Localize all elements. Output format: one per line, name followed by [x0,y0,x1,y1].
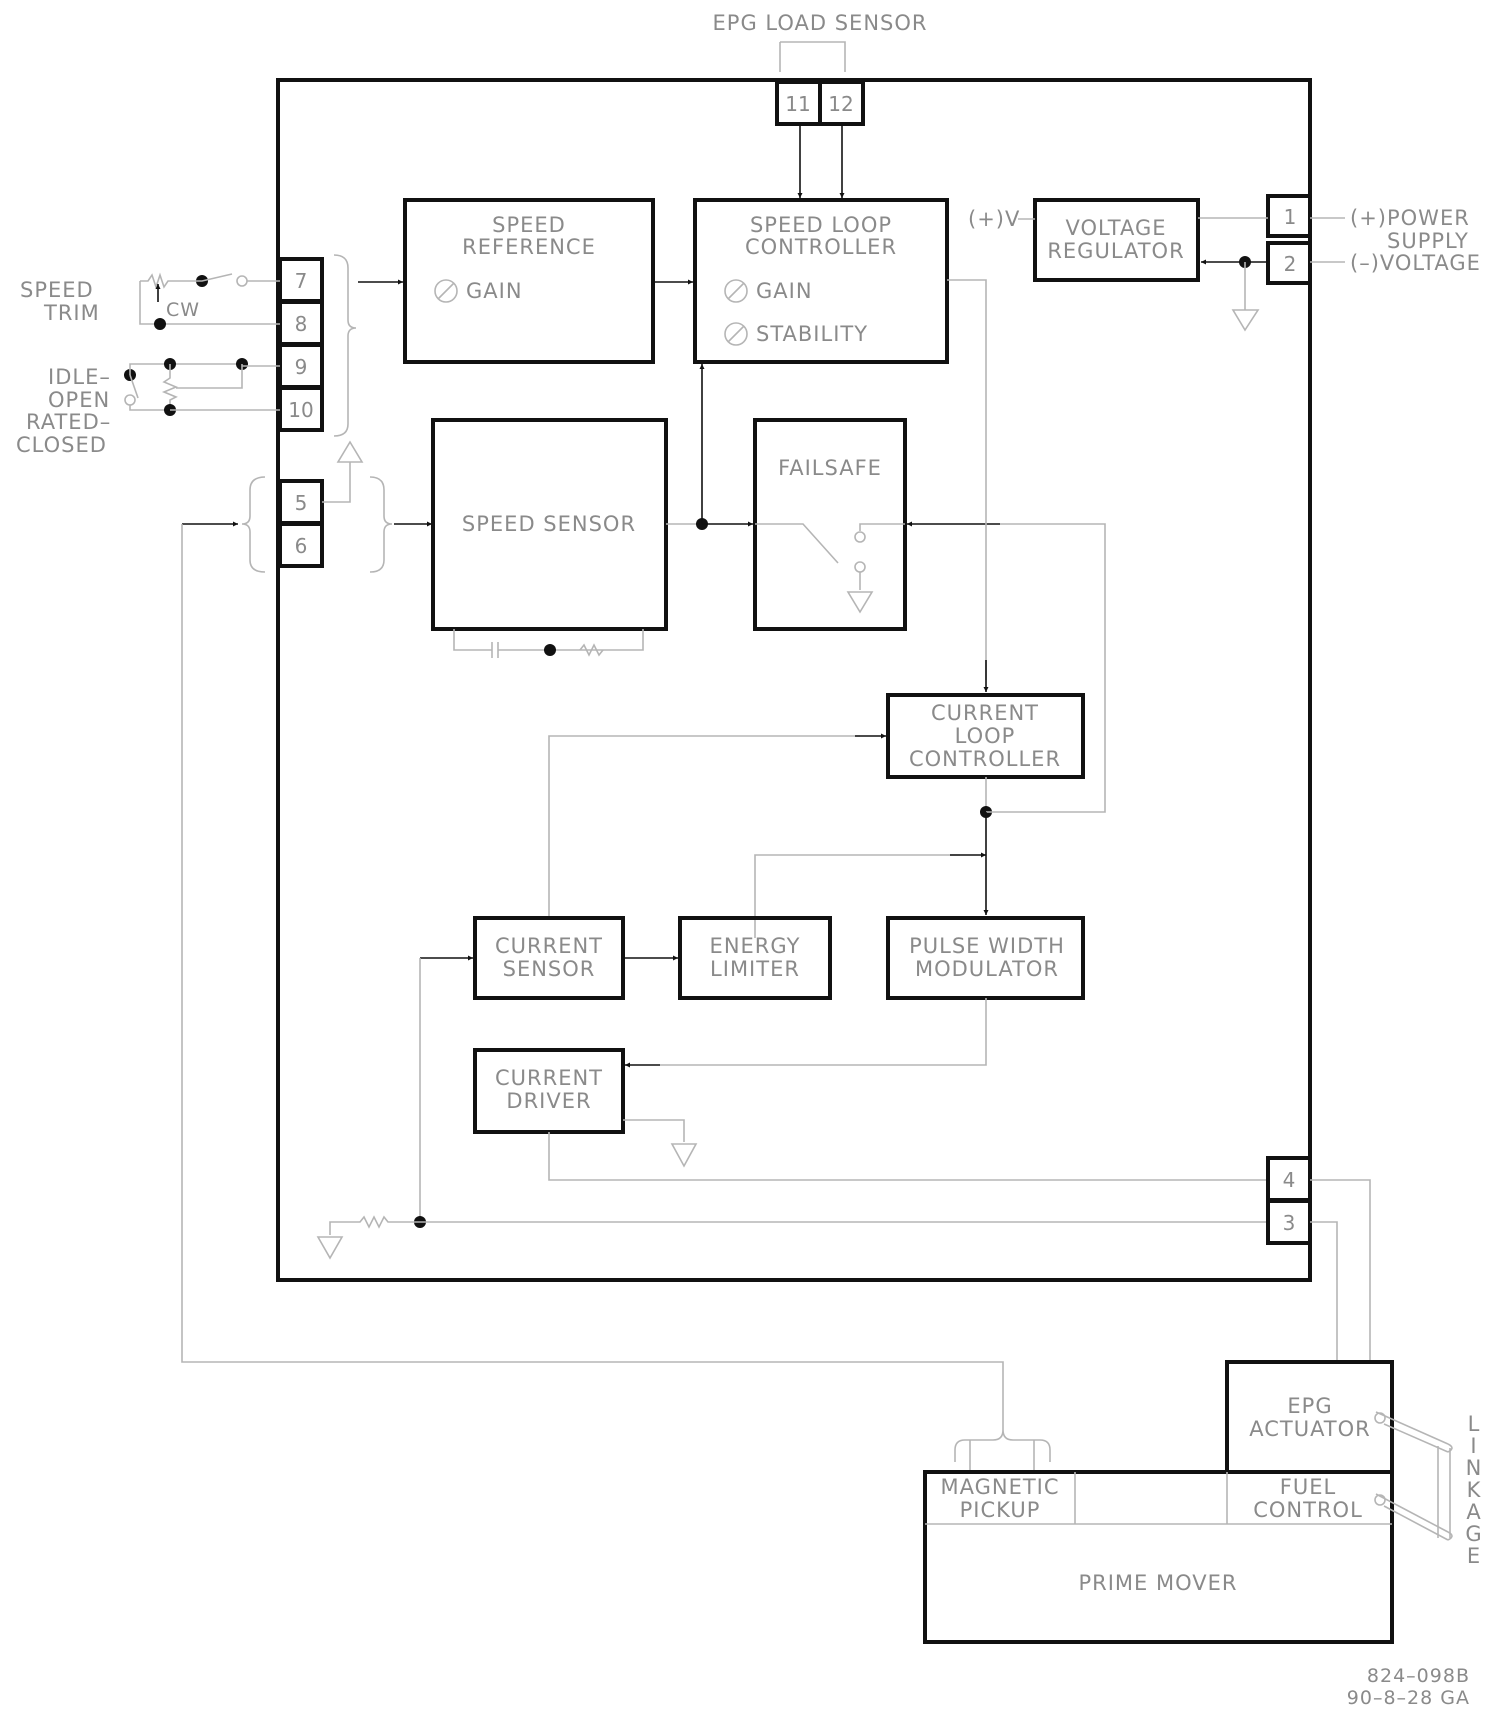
terminal-1: 1 [1266,194,1312,238]
gain-adjust-icon [434,279,458,303]
svg-text:CONTROL: CONTROL [1253,1498,1363,1522]
svg-text:4: 4 [1283,1168,1296,1192]
svg-text:FUEL: FUEL [1280,1475,1336,1499]
svg-text:G: G [1465,1522,1482,1546]
svg-text:GAIN: GAIN [756,279,813,303]
rated-closed-label: CLOSED [16,433,107,457]
svg-text:DRIVER: DRIVER [506,1089,591,1113]
terminal-6: 6 [278,522,324,568]
svg-text:SPEED: SPEED [492,213,566,237]
power-supply-label: SUPPLY [1387,229,1469,253]
svg-text:9: 9 [295,355,308,379]
svg-text:LIMITER: LIMITER [710,957,800,981]
svg-text:CURRENT: CURRENT [495,1066,603,1090]
svg-text:PRIME MOVER: PRIME MOVER [1078,1571,1237,1595]
svg-text:CURRENT: CURRENT [931,701,1039,725]
current-loop-controller-block: CURRENT LOOP CONTROLLER [886,693,1085,779]
terminal-11: 11 [775,80,822,126]
svg-text:MAGNETIC: MAGNETIC [940,1475,1059,1499]
terminal-2: 2 [1266,241,1312,285]
terminal-4: 4 [1266,1156,1312,1202]
epg-load-sensor-title: EPG LOAD SENSOR [713,11,928,35]
svg-text:CONTROLLER: CONTROLLER [745,235,897,259]
plus-v-label: (+)V [968,207,1020,231]
linkage-label: L I N K A G E [1465,1412,1483,1568]
gain-adjust-icon [724,279,748,303]
current-sensor-block: CURRENT SENSOR [473,916,625,1000]
terminal-5: 5 [278,479,324,525]
svg-text:N: N [1466,1456,1483,1480]
speed-trim-label: TRIM [43,301,100,325]
svg-text:1: 1 [1284,205,1297,229]
svg-text:CURRENT: CURRENT [495,934,603,958]
voltage-regulator-block: VOLTAGE REGULATOR [1033,198,1200,282]
svg-text:VOLTAGE: VOLTAGE [1065,216,1166,240]
svg-text:2: 2 [1284,252,1297,276]
svg-text:L: L [1468,1412,1481,1436]
drawing-date: 90–8–28 GA [1347,1687,1470,1709]
svg-text:ACTUATOR: ACTUATOR [1249,1417,1371,1441]
cw-label: CW [166,299,200,321]
failsafe-block: FAILSAFE [753,418,907,631]
svg-text:REFERENCE: REFERENCE [462,235,596,259]
svg-text:ENERGY: ENERGY [710,934,801,958]
svg-text:SENSOR: SENSOR [503,957,596,981]
svg-text:FAILSAFE: FAILSAFE [778,456,882,480]
terminal-12: 12 [818,80,865,126]
terminal-8: 8 [278,300,324,346]
current-driver-block: CURRENT DRIVER [473,1048,625,1134]
svg-text:STABILITY: STABILITY [756,322,868,346]
terminal-10: 10 [278,386,324,432]
idle-open-label: OPEN [48,388,110,412]
pulse-width-modulator-block: PULSE WIDTH MODULATOR [886,916,1085,1000]
power-supply-label: (+)POWER [1350,206,1470,230]
svg-text:3: 3 [1283,1211,1296,1235]
svg-text:PICKUP: PICKUP [960,1498,1041,1522]
terminal-3: 3 [1266,1199,1312,1245]
svg-text:12: 12 [828,92,853,116]
idle-open-label: IDLE– [48,365,111,389]
ground-symbol [336,440,364,463]
linkage [1374,1411,1453,1541]
svg-text:REGULATOR: REGULATOR [1047,239,1184,263]
terminal-9: 9 [278,343,324,389]
svg-text:7: 7 [295,269,308,293]
svg-text:SPEED SENSOR: SPEED SENSOR [462,512,636,536]
svg-text:K: K [1467,1478,1482,1502]
drawing-number: 824–098B [1367,1665,1470,1687]
svg-text:5: 5 [295,491,308,515]
svg-text:PULSE WIDTH: PULSE WIDTH [909,934,1065,958]
terminal-7: 7 [278,257,324,303]
ground-symbol [1231,300,1260,332]
svg-text:MODULATOR: MODULATOR [915,957,1059,981]
svg-text:EPG: EPG [1287,1394,1332,1418]
speed-sensor-block: SPEED SENSOR [431,418,668,631]
svg-text:11: 11 [785,92,810,116]
svg-text:CONTROLLER: CONTROLLER [909,747,1061,771]
speed-reference-block: SPEED REFERENCE GAIN [403,198,655,364]
svg-text:SPEED LOOP: SPEED LOOP [750,213,892,237]
speed-trim-label: SPEED [20,278,94,302]
stability-adjust-icon [724,322,748,346]
svg-text:E: E [1467,1544,1481,1568]
rated-closed-label: RATED– [26,410,111,434]
speed-loop-controller-block: SPEED LOOP CONTROLLER GAIN STABILITY [693,198,949,364]
svg-text:I: I [1470,1434,1477,1458]
energy-limiter-block: ENERGY LIMITER [678,916,832,1000]
svg-text:6: 6 [295,534,308,558]
svg-text:10: 10 [288,398,313,422]
svg-text:A: A [1466,1500,1481,1524]
svg-text:8: 8 [295,312,308,336]
power-supply-label: (–)VOLTAGE [1350,251,1481,275]
prime-mover-block: MAGNETIC PICKUP FUEL CONTROL PRIME MOVER [923,1470,1394,1644]
epg-actuator-block: EPG ACTUATOR [1225,1360,1394,1474]
svg-text:GAIN: GAIN [466,279,523,303]
svg-text:LOOP: LOOP [955,724,1016,748]
